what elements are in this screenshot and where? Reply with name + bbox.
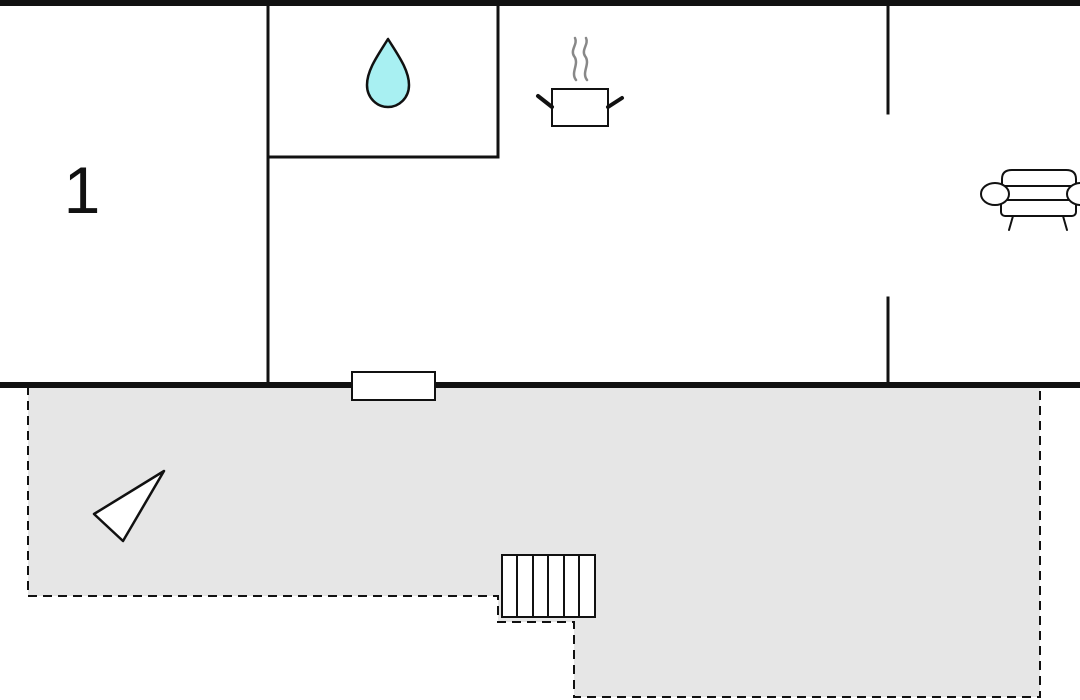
window-icon: [351, 371, 436, 401]
steam-line-right: [582, 36, 589, 82]
room-label-1: 1: [64, 153, 101, 227]
terrace-area: [27, 386, 1041, 698]
pot-handle-left: [536, 94, 554, 109]
pot-body: [551, 88, 609, 127]
cooking-pot-icon: [536, 36, 624, 127]
sofa-leg-right: [1062, 215, 1068, 231]
sofa-arm-left: [980, 182, 1010, 206]
sofa-arm-right: [1066, 182, 1080, 206]
view-direction-icon: [92, 469, 166, 543]
stairs-icon: [501, 554, 596, 618]
terrace-outline: [27, 386, 1041, 698]
terrace-fill: [28, 386, 1040, 697]
sofa-back: [1001, 169, 1077, 187]
sofa-leg-left: [1008, 215, 1014, 231]
water-drop-icon: [365, 37, 411, 109]
pot-handle-right: [606, 96, 624, 109]
steam-line-left: [571, 36, 578, 82]
walls: [0, 0, 1080, 388]
sofa-icon: [980, 169, 1080, 231]
